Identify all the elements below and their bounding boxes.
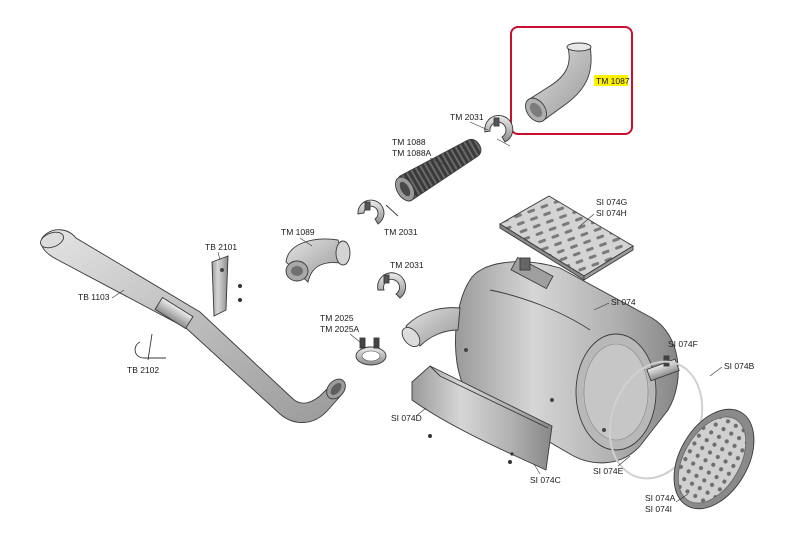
label-si074: SI 074: [611, 297, 636, 307]
label-tm1088a: TM 1088A: [392, 148, 432, 158]
label-si074f: SI 074F: [668, 339, 698, 349]
highlight-frame: [510, 26, 633, 135]
part-tm2031-clamp-top[interactable]: [484, 115, 514, 147]
part-tm1087-bent-pipe[interactable]: [521, 42, 592, 126]
label-si074c: SI 074C: [530, 475, 561, 485]
label-si074e: SI 074E: [593, 466, 624, 476]
label-tm2031-mid: TM 2031: [384, 227, 418, 237]
label-tm2031-top: TM 2031: [450, 112, 484, 122]
label-tb1103: TB 1103: [78, 292, 110, 302]
part-silencer-inlet-pipe[interactable]: [399, 307, 461, 350]
part-tm2031-clamp-low[interactable]: [377, 272, 407, 299]
label-highlight: [594, 75, 628, 86]
label-si074a: SI 074A: [645, 493, 676, 503]
part-tb2101-bracket[interactable]: [211, 255, 242, 317]
label-tm1087: TM 1087: [596, 76, 630, 86]
label-tm2025a: TM 2025A: [320, 324, 360, 334]
label-tm2025: TM 2025: [320, 313, 354, 323]
label-si074g: SI 074G: [596, 197, 627, 207]
part-tm2031-clamp-mid[interactable]: [357, 199, 399, 225]
label-si074i: SI 074I: [645, 504, 672, 514]
label-si074d: SI 074D: [391, 413, 422, 423]
part-tm1089-elbow[interactable]: [285, 238, 351, 283]
part-tm1088-flex-hose[interactable]: [392, 138, 482, 204]
label-tb2101: TB 2101: [205, 242, 237, 252]
part-si074g-plate[interactable]: [499, 195, 634, 281]
part-si074a-end-cap[interactable]: [658, 395, 771, 523]
label-tm1089: TM 1089: [281, 227, 315, 237]
label-si074h: SI 074H: [596, 208, 627, 218]
label-tm2031-low: TM 2031: [390, 260, 424, 270]
label-si074b: SI 074B: [724, 361, 755, 371]
label-tm1088: TM 1088: [392, 137, 426, 147]
part-tb1103-tail-pipe[interactable]: [38, 229, 349, 423]
part-tm2025-clamp[interactable]: [355, 337, 387, 366]
part-tb2102-ubolt[interactable]: [134, 333, 166, 361]
label-tb2102: TB 2102: [127, 365, 159, 375]
part-si074d-heat-shield[interactable]: [411, 365, 553, 471]
